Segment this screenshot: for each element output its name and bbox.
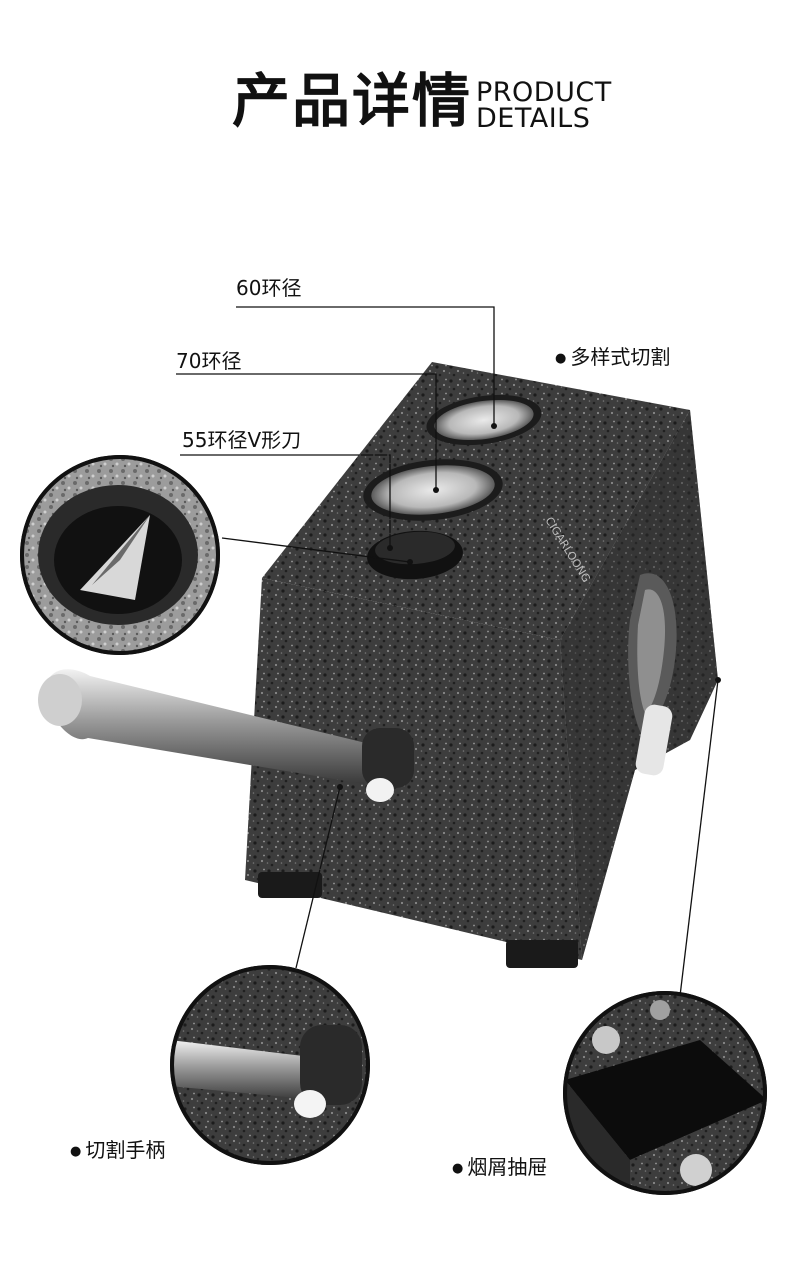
label-ring-60: 60环径 [236,276,302,300]
page-title-en: PRODUCT DETAILS [476,77,612,134]
cutter-handle [38,669,414,802]
label-ring-70: 70环径 [176,349,242,373]
callout-lines [176,306,719,997]
cutter-foot-left [258,872,322,898]
detail-v-blade [20,455,220,655]
hole-60 [434,399,534,441]
page-title-en-line1: PRODUCT [476,77,612,108]
label-ash-drawer: 烟屑抽屉 [452,1155,547,1181]
page-title-cn: 产品详情 [232,67,473,135]
label-ring-55-v: 55环径V形刀 [182,428,302,452]
cutting-holes [363,394,542,580]
page-title-en-line2: DETAILS [476,103,591,134]
detail-handle [170,965,370,1165]
side-emblem [628,573,677,776]
label-multi-cut: 多样式切割 [555,345,670,371]
detail-drawer [563,991,767,1195]
cutter-foot-right [506,940,578,968]
label-cut-handle: 切割手柄 [70,1138,165,1164]
